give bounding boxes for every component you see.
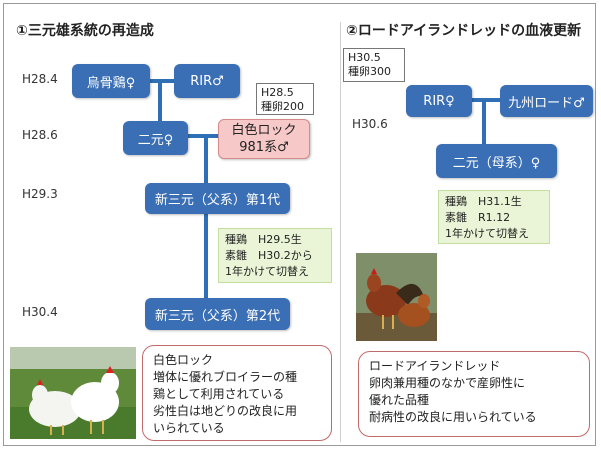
desc-line: いられている (153, 421, 225, 435)
date-label: H30.4 (22, 305, 58, 319)
desc-line: 劣性白は地どりの改良に用 (153, 404, 298, 418)
white-rock-photo (10, 347, 136, 439)
white-rock-line-label: 981系♂ (239, 140, 289, 155)
white-rock-description: 白色ロック 増体に優れブロイラーの種 鶏として利用されている 劣性白は地どりの改… (142, 345, 332, 441)
schedule-line: 1年かけて切替え (225, 265, 309, 278)
rir-description: ロードアイランドレッド 卵肉兼用種のなかで産卵性に 優れた品種 耐病性の改良に用… (358, 351, 590, 437)
shin-sangen-gen1-box: 新三元（父系）第1代 (145, 183, 290, 214)
shin-sangen-gen2-box: 新三元（父系）第2代 (145, 298, 290, 330)
rir-male-box: RIR♂ (174, 64, 240, 98)
connector-line (204, 138, 208, 183)
schedule-line: 素雛 H30.2から (225, 249, 313, 262)
connector-line (204, 214, 208, 298)
schedule-note: 種鶏 H29.5生 素雛 H30.2から 1年かけて切替え (218, 228, 332, 283)
connector-line (150, 79, 174, 83)
desc-line: 耐病性の改良に用いられている (369, 410, 537, 424)
egg-count-note: H28.5 種卵200 (256, 83, 314, 115)
connector-line (472, 98, 500, 102)
connector-line (158, 83, 162, 121)
schedule-line: 種鶏 H29.5生 (225, 233, 302, 246)
connector-line (482, 102, 486, 144)
desc-line: 増体に優れブロイラーの種 (153, 370, 298, 384)
left-section-title: ①三元雄系統の再造成 (16, 23, 154, 39)
white-rock-male-box: 白色ロック 981系♂ (218, 119, 310, 159)
date-label: H30.6 (352, 117, 388, 131)
schedule-line: 素雛 R1.12 (445, 211, 511, 224)
desc-line: 卵肉兼用種のなかで産卵性に (369, 376, 526, 390)
desc-line: 鶏として利用されている (153, 387, 285, 401)
schedule-note: 種鶏 H31.1生 素雛 R1.12 1年かけて切替え (438, 190, 550, 244)
note-eggs: 種卵200 (261, 100, 304, 113)
connector-line (188, 134, 218, 138)
note-eggs: 種卵300 (348, 65, 391, 78)
schedule-line: 1年かけて切替え (445, 227, 529, 240)
date-label: H29.3 (22, 187, 58, 201)
desc-line: 白色ロック (153, 353, 214, 367)
schedule-line: 種鶏 H31.1生 (445, 195, 522, 208)
nigen-maternal-female-box: 二元（母系）♀ (436, 144, 557, 178)
date-label: H28.4 (22, 72, 58, 86)
note-date: H28.5 (261, 86, 294, 99)
nigen-female-box: 二元♀ (123, 121, 188, 155)
desc-line: ロードアイランドレッド (369, 359, 501, 373)
kyushu-road-male-box: 九州ロード♂ (500, 85, 593, 117)
desc-line: 優れた品種 (369, 393, 430, 407)
rir-female-box: RIR♀ (406, 85, 472, 117)
section-divider (340, 22, 341, 442)
figure-frame (3, 3, 596, 446)
rhode-island-red-photo (356, 253, 437, 341)
white-rock-label: 白色ロック (231, 123, 297, 138)
date-label: H28.6 (22, 128, 58, 142)
ukokkei-female-box: 烏骨鶏♀ (72, 64, 150, 98)
note-date: H30.5 (348, 51, 381, 64)
right-section-title: ②ロードアイランドレッドの血液更新 (346, 23, 582, 39)
egg-count-note: H30.5 種卵300 (343, 48, 405, 82)
